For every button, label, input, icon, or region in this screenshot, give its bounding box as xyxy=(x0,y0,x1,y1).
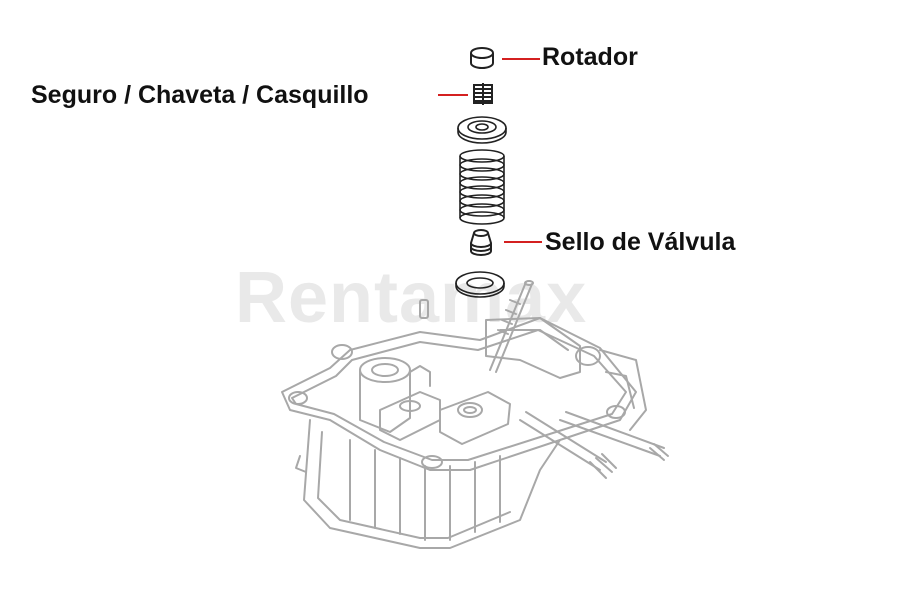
valve-spring-icon xyxy=(459,149,505,225)
rotator-cap-icon xyxy=(470,47,494,69)
spring-seat-washer-icon xyxy=(455,271,505,298)
rotator-label: Rotador xyxy=(542,43,638,71)
valve-keeper-icon xyxy=(473,83,493,105)
valve-seal-label: Sello de Válvula xyxy=(545,228,736,256)
retainer-leader-line xyxy=(438,94,468,96)
retainer-label: Seguro / Chaveta / Casquillo xyxy=(31,81,369,109)
valve-seal-leader-line xyxy=(504,241,542,243)
valve-seal-icon xyxy=(470,229,492,256)
spring-retainer-icon xyxy=(457,116,507,144)
rotator-leader-line xyxy=(502,58,540,60)
